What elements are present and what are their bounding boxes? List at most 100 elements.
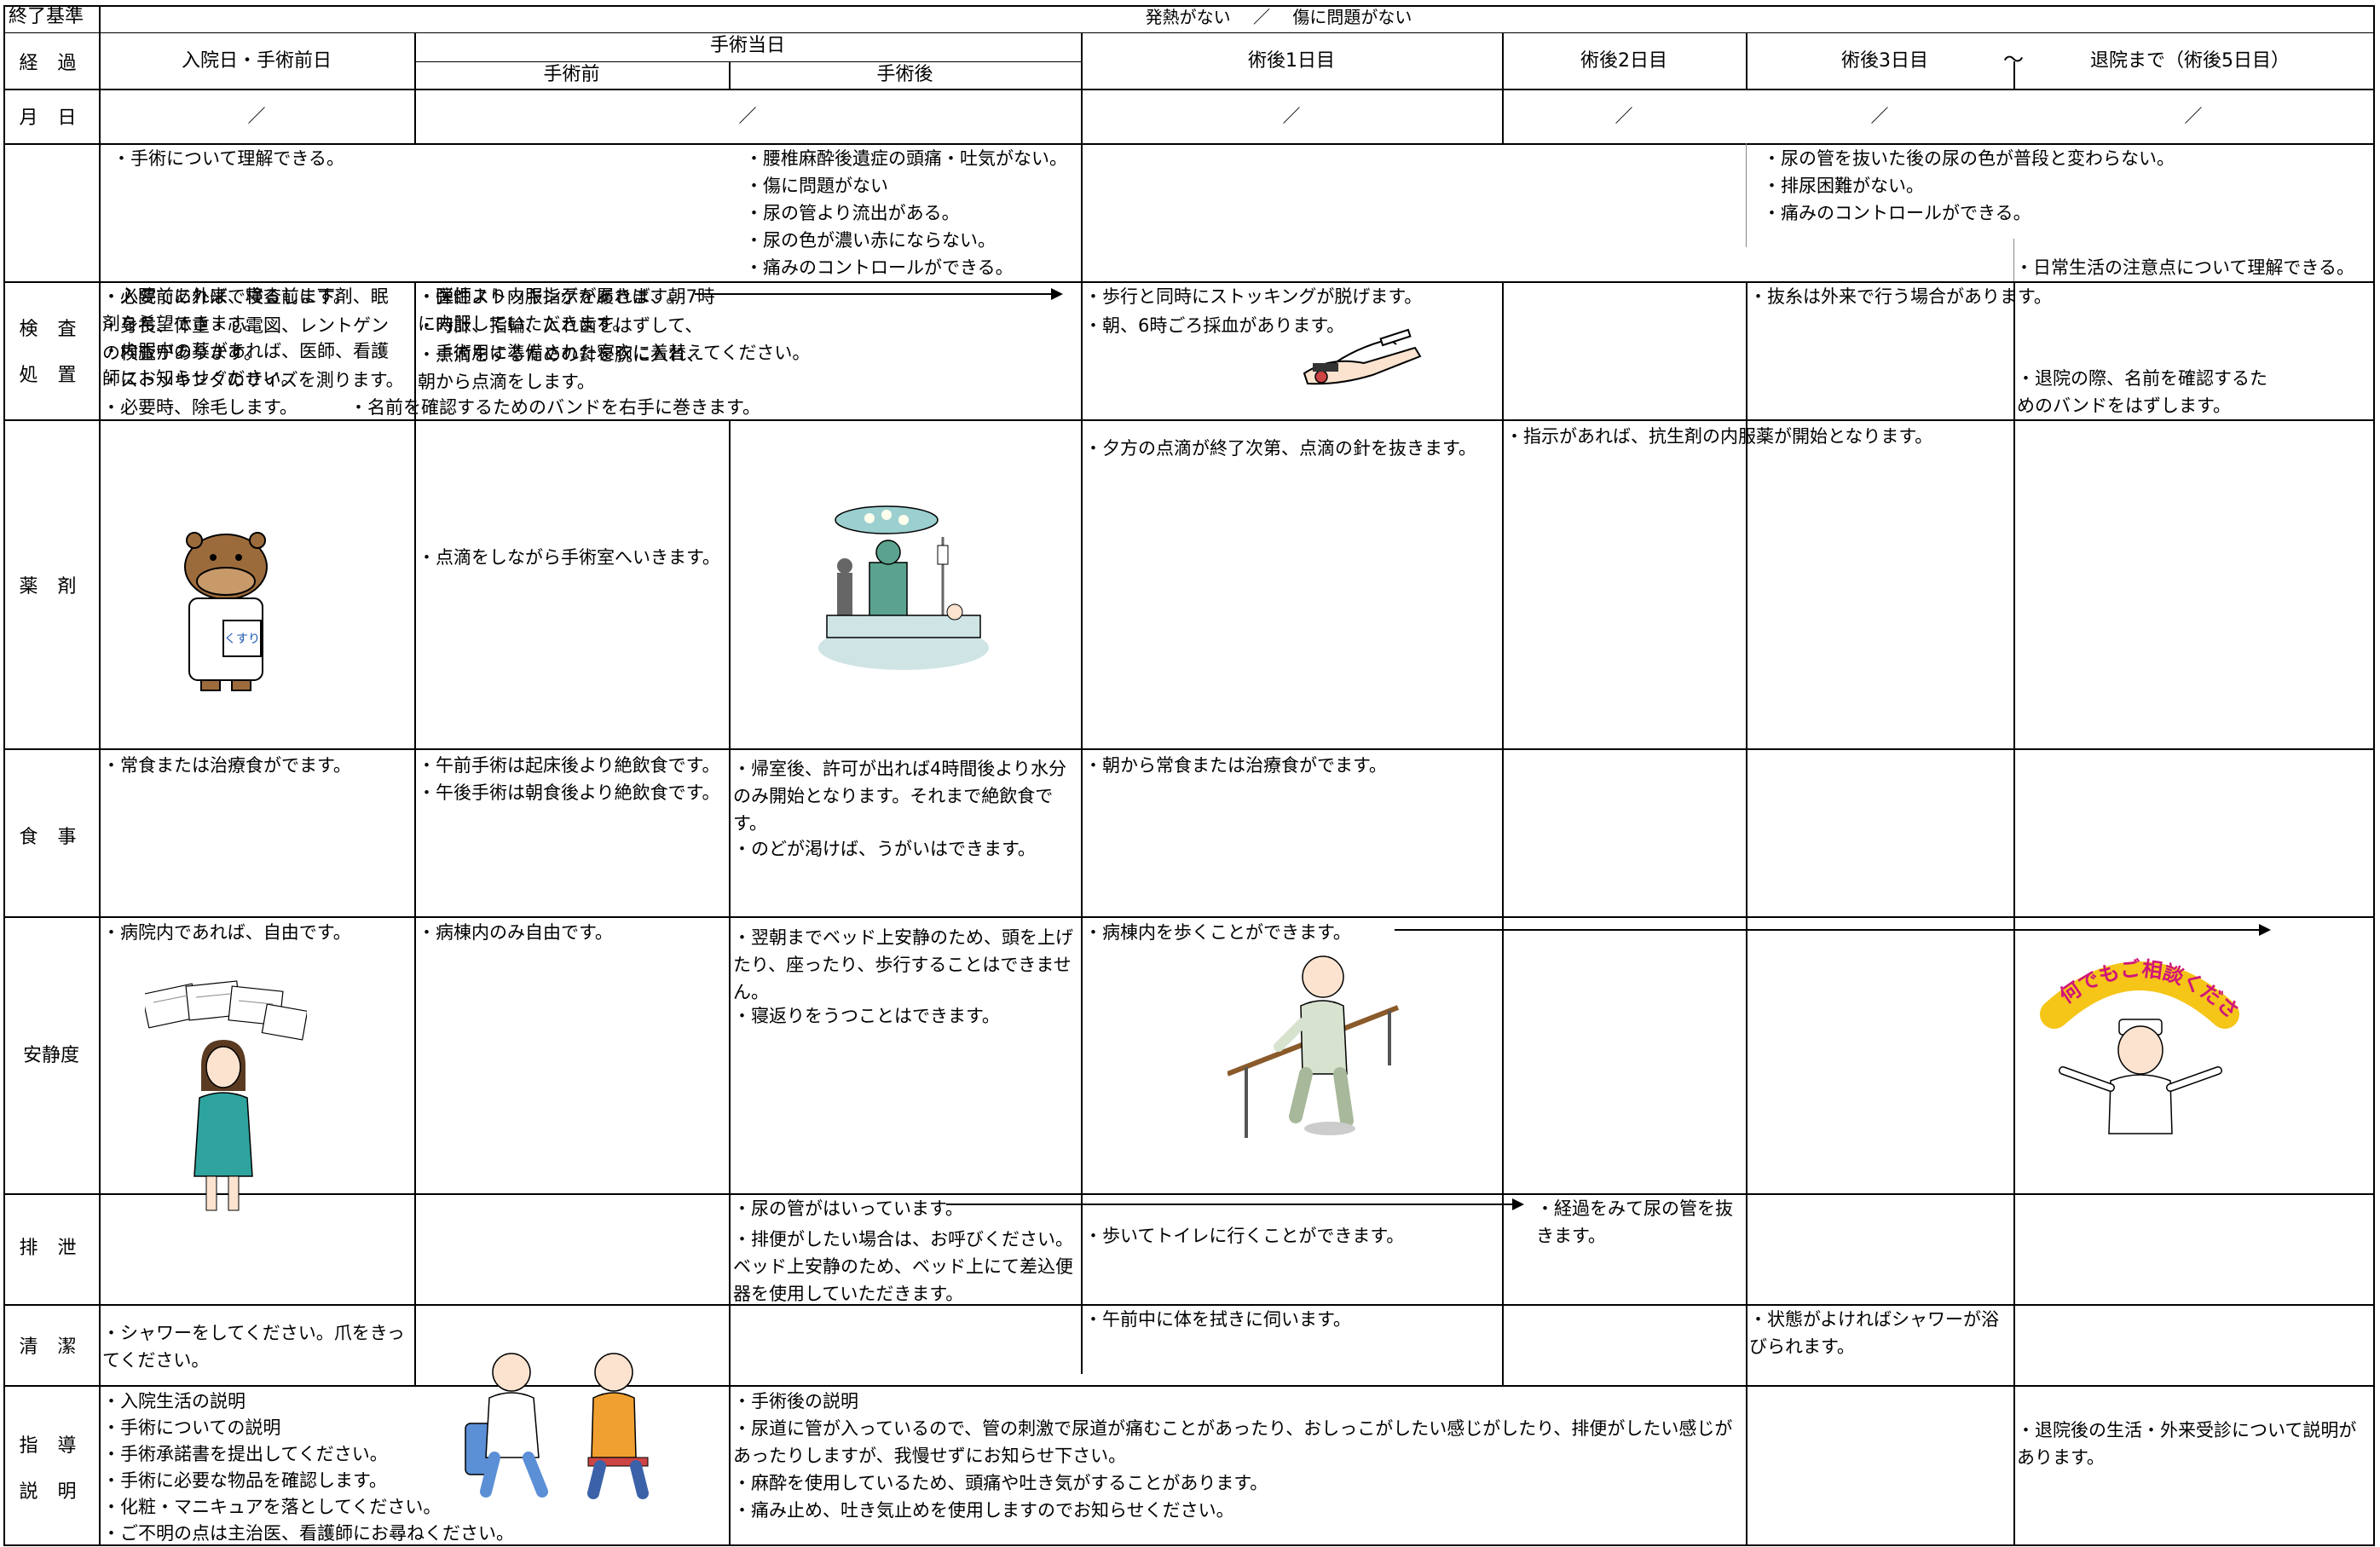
- goal-post-op: ・痛みのコントロールができる。: [745, 257, 1014, 278]
- row-label-rest: 安静度: [22, 1045, 79, 1066]
- grid-line: [3, 281, 2373, 283]
- guidance-admission: ・ご不明の点は主治医、看護師にお尋ねください。: [102, 1523, 514, 1544]
- meal-pre-op: ・午前手術は起床後より絶飲食です。: [418, 755, 720, 776]
- grid-line: [414, 32, 416, 143]
- med-pre-op: ・点滴をするための針を腕に入れ、朝から点滴をします。: [418, 344, 705, 392]
- grid-line: [1502, 281, 1504, 1385]
- guidance-admission: ・手術に必要な物品を確認します。: [102, 1470, 387, 1491]
- grid-line: [3, 89, 2373, 90]
- grid-line: [729, 419, 731, 1544]
- grid-line: [3, 32, 2373, 33]
- rest-admission: ・病院内であれば、自由です。: [102, 922, 351, 943]
- guidance-post-op: ・麻酔を使用しているため、頭痛や吐き気がすることがあります。: [733, 1473, 1268, 1493]
- col-pod3: 術後3日目: [1841, 50, 1928, 72]
- meal-post-op: ・帰室後、許可が出れば4時間後より水分のみ開始となります。それまで絶飲食です。: [733, 759, 1066, 834]
- exam-band-note: ・名前を確認するためのバンドを右手に巻きます。: [349, 397, 760, 418]
- col-tilde: ～: [2003, 48, 2024, 72]
- grid-line: [1502, 32, 1504, 143]
- goal-post-op: ・尿の色が濃い赤にならない。: [745, 230, 996, 251]
- date-slash: ／: [1870, 106, 1889, 126]
- medicine-sign: くすり: [224, 632, 260, 646]
- goal-pod3: ・痛みのコントロールができる。: [1763, 203, 2031, 223]
- criteria-text: 発熱がない ／ 傷に問題がない: [1145, 7, 1412, 27]
- criteria-label: 終了基準: [9, 6, 84, 27]
- col-discharge: 退院まで（術後5日目）: [2090, 50, 2290, 72]
- grid-line: [3, 5, 5, 1546]
- hygiene-pod1: ・午前中に体を拭きに伺います。: [1084, 1309, 1351, 1330]
- goal-post-op: ・尿の管より流出がある。: [745, 203, 960, 223]
- meal-pod1: ・朝から常食または治療食がでます。: [1084, 755, 1387, 776]
- grid-line: [3, 916, 2373, 918]
- receptionist-with-documents-illustration: [145, 980, 307, 1211]
- excretion-pod1: ・歩いてトイレに行くことができます。: [1084, 1226, 1405, 1246]
- continuation-arrow: [946, 1198, 1524, 1210]
- guidance-admission: ・化粧・マニキュアを落としてください。: [102, 1497, 442, 1517]
- goal-post-op: ・腰椎麻酔後遺症の頭痛・吐気がない。: [745, 148, 1067, 169]
- date-slash: ／: [1282, 106, 1301, 126]
- grid-line: [3, 419, 2373, 421]
- blood-draw-illustration: [1303, 328, 1422, 385]
- guidance-post-op: ・痛み止め、吐き気止めを使用しますのでお知らせください。: [733, 1500, 1234, 1521]
- grid-line: [3, 748, 2373, 750]
- grid-line: [2013, 61, 2015, 89]
- excretion-post-op: ・排便がしたい場合は、お呼びください。ベッド上安静のため、ベッド上にて差込便器を…: [733, 1229, 1073, 1304]
- exam-pre-op: 手術用に準備された寝衣に着替えてください。: [418, 343, 811, 363]
- rest-post-op: ・寝返りをうつことはできます。: [733, 1006, 1000, 1026]
- rest-pod1: ・病棟内を歩くことができます。: [1084, 922, 1351, 943]
- continuation-arrow: [695, 288, 1063, 300]
- grid-line: [3, 1385, 2373, 1387]
- grid-line: [2013, 239, 2014, 281]
- meal-post-op: ・のどが渇けば、うがいはできます。: [733, 839, 1036, 859]
- grid-line: [2013, 281, 2015, 1544]
- hygiene-pod3: ・状態がよければシャワーが浴びられます。: [1749, 1309, 1999, 1357]
- doctor-patient-consultation-illustration: [465, 1353, 649, 1499]
- row-label-medication: 薬 剤: [19, 576, 84, 597]
- grid-line: [3, 143, 2373, 145]
- guidance-post-op: ・尿道に管が入っているので、管の刺激で尿道が痛むことがあったり、おしっこがしたい…: [733, 1418, 1733, 1466]
- grid-line: [3, 1304, 2373, 1306]
- grid-line: [3, 1193, 2373, 1195]
- grid-line: [3, 1544, 2373, 1546]
- col-admission: 入院日・手術前日: [181, 50, 332, 72]
- col-pre-op: 手術前: [543, 64, 600, 85]
- meal-pre-op: ・午後手術は朝食後より絶飲食です。: [418, 782, 720, 803]
- grid-line: [1746, 281, 1747, 1544]
- med-pod2: ・指示があれば、抗生剤の内服薬が開始となります。: [1505, 426, 1933, 447]
- progress-label: 経 過: [19, 53, 84, 74]
- nurse-illustration: 何でもご相談ください: [2037, 938, 2242, 1134]
- goal-post-op: ・傷に問題がない: [745, 176, 888, 196]
- grid-line: [1746, 32, 1747, 89]
- grid-line: [2373, 5, 2375, 1546]
- grid-line: [3, 5, 2373, 7]
- excretion-post-op: ・尿の管がはいっています。: [733, 1198, 963, 1219]
- row-label-hygiene: 清 潔: [19, 1336, 84, 1358]
- med-admission: ・必要であれば、寝る前に下剤、眠剤を希望できます。: [102, 286, 389, 334]
- hippo-doctor-illustration: くすり: [184, 532, 268, 691]
- col-post-op: 手術後: [876, 64, 933, 85]
- date-slash: ／: [738, 106, 757, 126]
- goal-discharge: ・日常生活の注意点について理解できる。: [2015, 257, 2354, 278]
- col-surgery-day: 手術当日: [709, 35, 785, 56]
- guidance-admission: ・手術承諾書を提出してください。: [102, 1444, 388, 1464]
- date-slash: ／: [2184, 106, 2203, 126]
- exam-pre-op: ・時計、指輪、入れ歯をはずして、: [418, 315, 703, 336]
- med-admission: ・内服中の薬があれば、医師、看護師にお知らせください。: [102, 341, 389, 389]
- excretion-pod2: ・経過をみて尿の管を抜きます。: [1536, 1198, 1733, 1246]
- exam-pre-op: ・弾性ストッキングを履きます。: [418, 286, 685, 307]
- grid-line: [99, 5, 101, 1546]
- row-label-excretion: 排 泄: [19, 1238, 84, 1259]
- exam-pod3: ・抜糸は外来で行う場合があります。: [1749, 286, 2052, 307]
- exam-admission: ・入院前に外来で検査します。: [102, 286, 351, 307]
- grid-line: [414, 61, 1081, 62]
- date-slash: ／: [1615, 106, 1633, 126]
- guidance-admission: ・入院生活の説明: [102, 1391, 246, 1411]
- exam-admission: ・ストッキングのサイズを測ります。: [102, 370, 404, 390]
- meal-admission: ・常食または治療食がでます。: [102, 755, 351, 776]
- goal-pod3: ・尿の管を抜いた後の尿の色が普段と変わらない。: [1763, 148, 2175, 169]
- grid-line: [729, 61, 731, 89]
- exam-pod1: ・歩行と同時にストッキングが脱げます。: [1084, 286, 1423, 307]
- col-pod2: 術後2日目: [1580, 50, 1667, 72]
- row-label-treatment: 処 置: [19, 365, 84, 386]
- date-label: 月 日: [19, 107, 84, 129]
